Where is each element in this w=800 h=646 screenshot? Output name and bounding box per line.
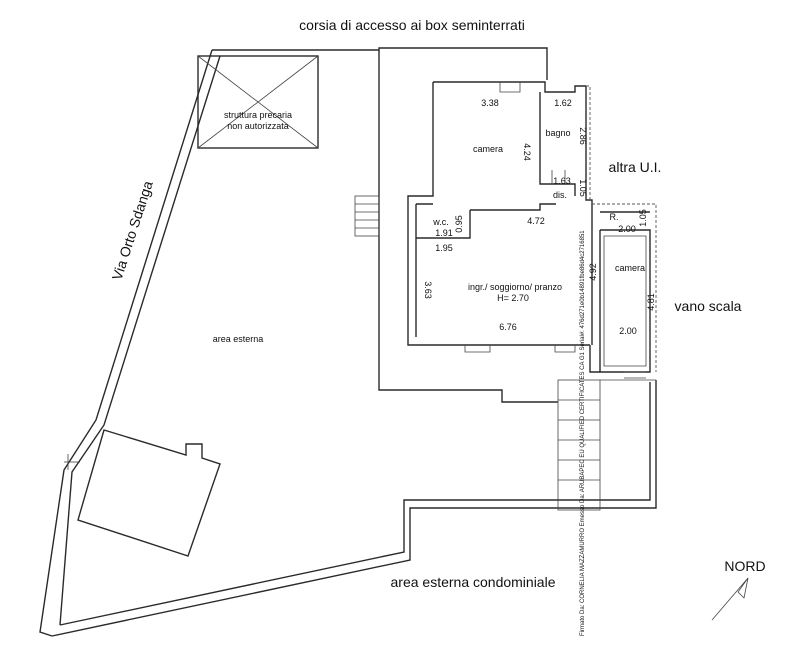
dim-2-86: 2.86 [578, 127, 588, 145]
label-wc: w.c. [432, 217, 449, 227]
dim-1-91: 1.91 [435, 228, 453, 238]
dim-4-81: 4.81 [646, 293, 656, 311]
signature-text: Firmato Da: CORNELIA MAZZAMURRO Emesso D… [580, 230, 586, 636]
north-arrow-icon [711, 577, 749, 621]
dim-1-95: 1.95 [435, 243, 453, 253]
label-precarious-2: non autorizzata [227, 121, 289, 131]
label-condominial-area: area esterna condominiale [391, 574, 556, 590]
label-r: R. [610, 212, 619, 222]
dim-2-00-a: 2.00 [618, 224, 636, 234]
dim-4-92: 4.92 [588, 263, 598, 281]
stair-strip [557, 379, 656, 511]
label-top-access: corsia di accesso ai box seminterrati [299, 17, 525, 33]
label-dis: dis. [553, 190, 567, 200]
dim-2-00-b: 2.00 [619, 326, 637, 336]
label-vano-scala: vano scala [675, 298, 742, 314]
dim-0-95: 0.95 [454, 215, 464, 233]
label-camera-2: camera [615, 263, 645, 273]
label-bagno: bagno [545, 128, 570, 138]
label-altra-ui: altra U.I. [609, 159, 662, 175]
label-precarious-1: struttura precaria [224, 110, 292, 120]
label-north: NORD [724, 558, 765, 574]
dim-4-72: 4.72 [527, 216, 545, 226]
dim-1-63: 1.63 [553, 176, 571, 186]
precarious-structure [197, 55, 319, 149]
dim-6-76: 6.76 [499, 322, 517, 332]
building-walls [378, 50, 657, 403]
lower-left-block [64, 429, 221, 557]
dim-3-63: 3.63 [423, 281, 433, 299]
external-stairs [354, 195, 380, 237]
label-living-1: ingr./ soggiorno/ pranzo [468, 282, 562, 292]
dim-1-62: 1.62 [554, 98, 572, 108]
dim-3-38: 3.38 [481, 98, 499, 108]
lot-boundary [39, 47, 657, 637]
dim-1-05-a: 1.05 [578, 179, 588, 197]
label-living-2: H= 2.70 [497, 293, 529, 303]
label-camera-1: camera [473, 144, 503, 154]
dim-4-24: 4.24 [522, 143, 532, 161]
label-external-area: area esterna [213, 334, 264, 344]
dim-1-05-b: 1.05 [638, 209, 648, 227]
label-street: Via Orto Sdanga [109, 179, 156, 282]
